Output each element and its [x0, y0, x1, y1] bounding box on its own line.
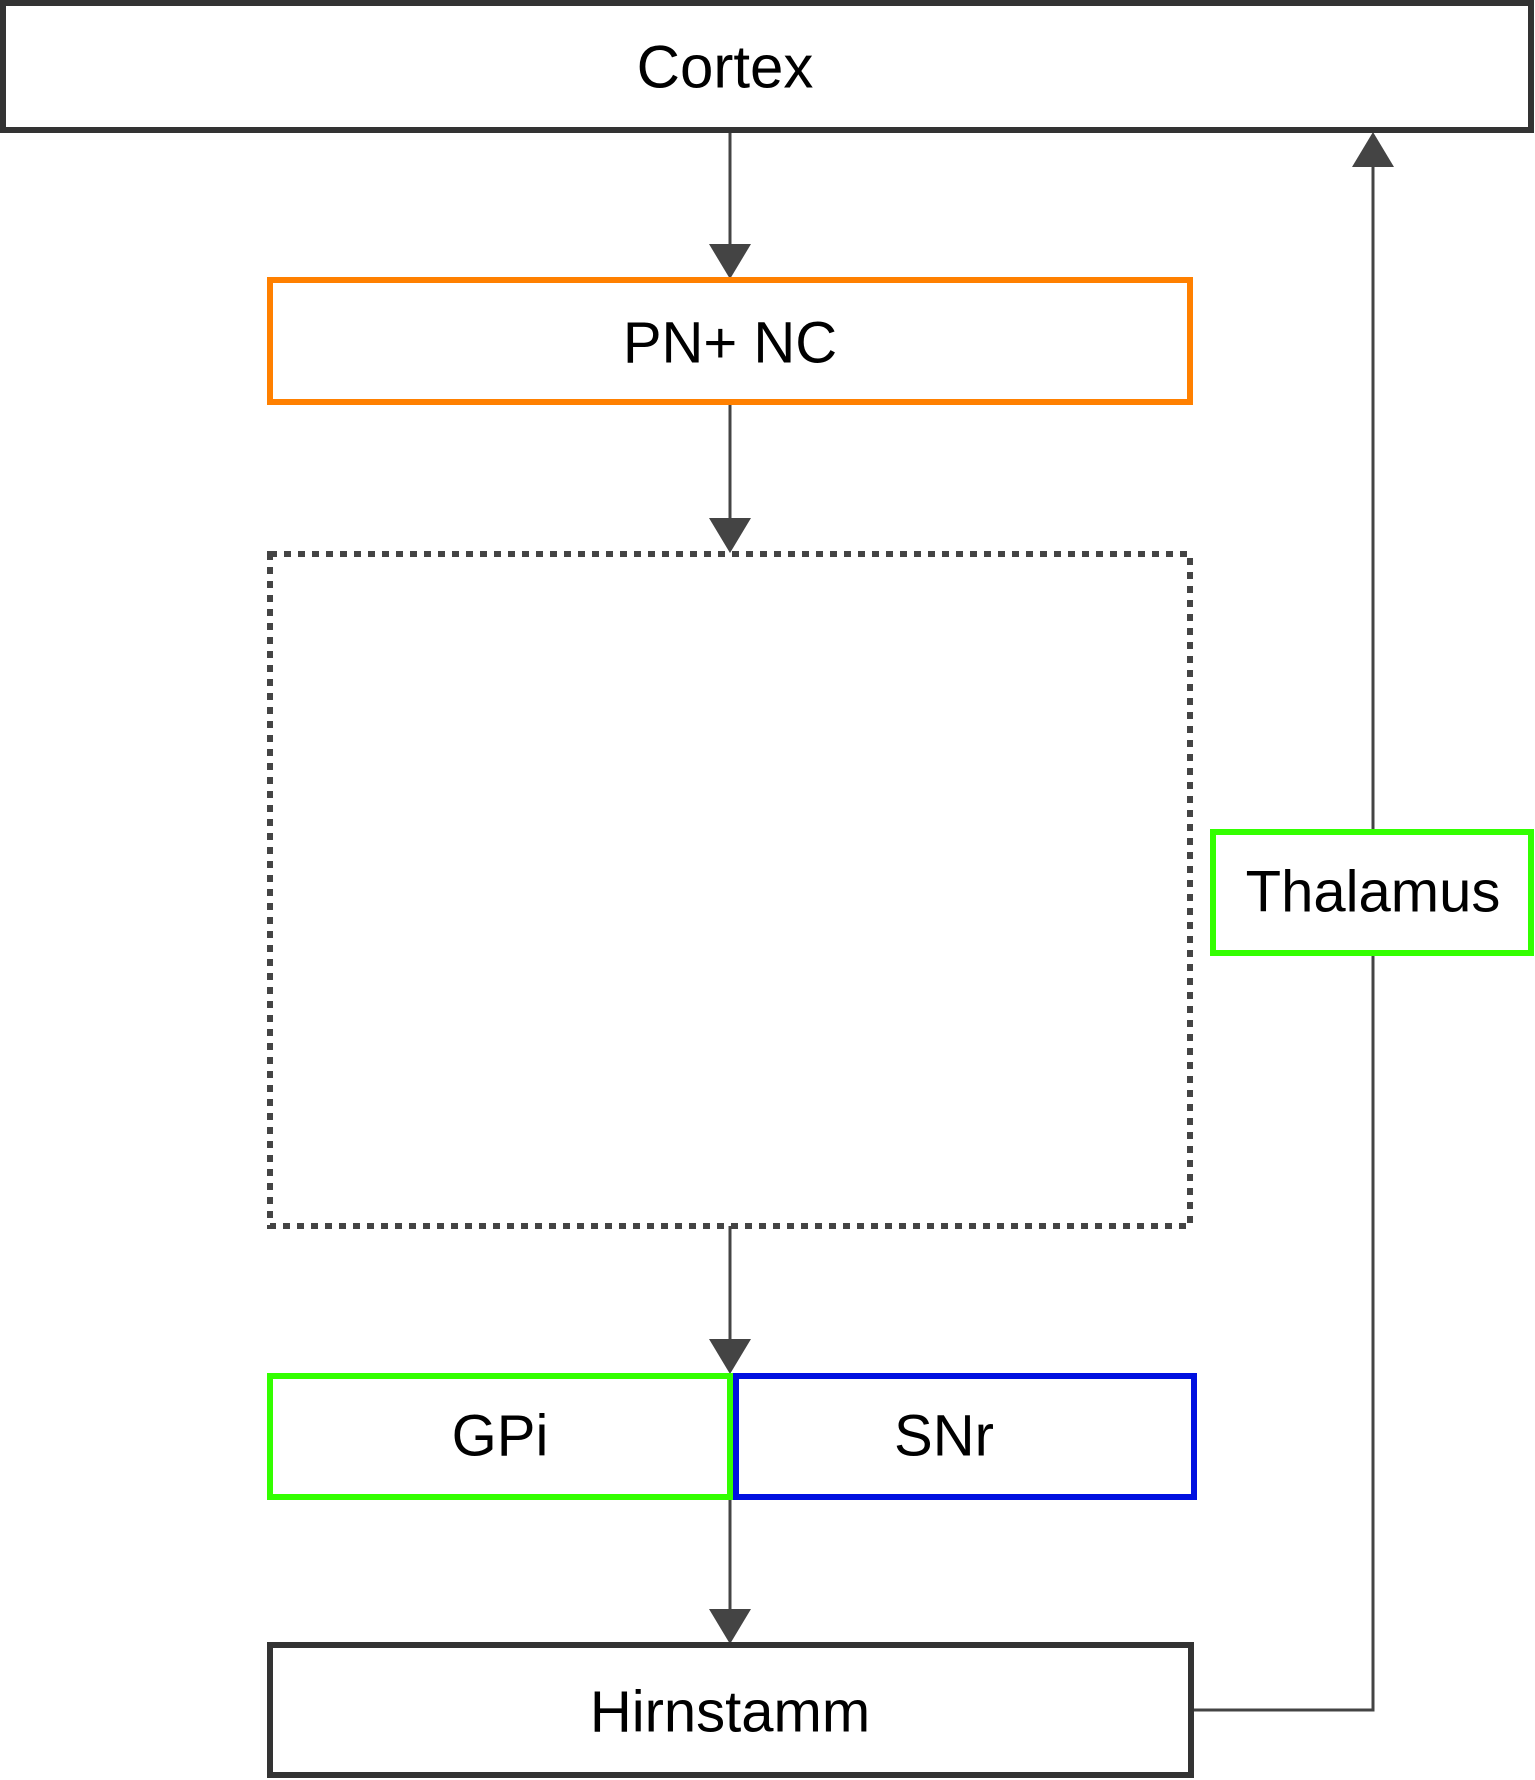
- hirnstamm-label: Hirnstamm: [590, 1680, 870, 1745]
- cortex-box: [0, 0, 1534, 133]
- arrowhead-to-hirnstamm: [709, 1609, 751, 1644]
- intermediate-dotted-box: [267, 551, 1193, 1229]
- connectors: [728, 132, 1375, 1712]
- arrowhead-to-pn-nc: [709, 244, 751, 279]
- arrowheads: [709, 132, 1394, 1644]
- node-cortex: Cortex: [0, 0, 1534, 133]
- hirnstamm-box: [267, 1642, 1194, 1778]
- gpi-box: [267, 1373, 733, 1500]
- node-snr: SNr: [733, 1373, 1197, 1500]
- pn-nc-label: PN+ NC: [623, 311, 837, 376]
- arrowhead-to-cortex: [1352, 132, 1394, 167]
- snr-label: SNr: [894, 1404, 994, 1469]
- node-thalamus: Thalamus: [1210, 829, 1534, 956]
- node-gpi: GPi: [267, 1373, 733, 1500]
- snr-box: [733, 1373, 1197, 1500]
- cortex-label: Cortex: [637, 34, 814, 101]
- arrowhead-to-intermediate: [709, 518, 751, 553]
- arrowhead-to-gpi-snr: [709, 1339, 751, 1374]
- edge-hirnstamm-to-thalamus: [1191, 955, 1375, 1712]
- node-hirnstamm: Hirnstamm: [267, 1642, 1194, 1778]
- pn-nc-box: [267, 277, 1193, 405]
- thalamus-label: Thalamus: [1246, 860, 1501, 925]
- gpi-label: GPi: [452, 1404, 549, 1469]
- thalamus-box: [1210, 829, 1534, 956]
- node-intermediate: [267, 551, 1193, 1229]
- node-pn-nc: PN+ NC: [267, 277, 1193, 405]
